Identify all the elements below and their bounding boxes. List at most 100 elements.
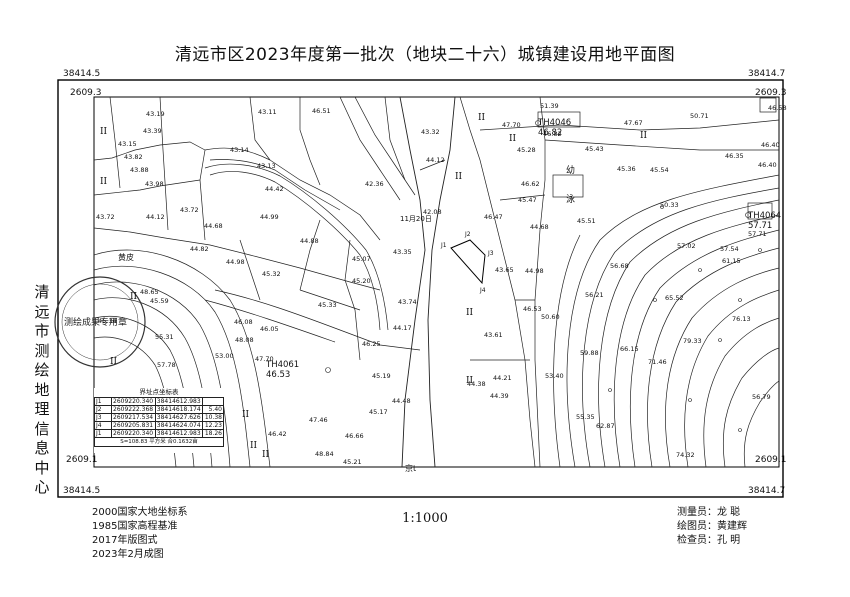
land-class-label: II	[478, 113, 486, 123]
outer-frame	[57, 79, 784, 498]
coord-system: 2000国家大地坐标系	[92, 507, 188, 518]
elevation-label: 44.21	[493, 374, 512, 382]
elevation-label: 43.11	[258, 108, 277, 116]
elevation-label: 57.54	[720, 245, 739, 253]
corner-top-right-x: 38414.7	[748, 69, 786, 79]
elevation-label: 43.39	[143, 127, 162, 135]
elevation-label: 45.32	[262, 270, 281, 278]
elevation-label: 44.82	[190, 245, 209, 253]
elevation-label: 46.82	[543, 130, 562, 138]
map-scale: 1:1000	[402, 511, 448, 526]
elevation-label: 45.36	[617, 165, 636, 173]
stamp-char: 信	[34, 419, 50, 438]
elevation-label: 45.21	[343, 458, 362, 466]
length-cell	[202, 397, 224, 406]
elevation-label: 42.36	[365, 180, 384, 188]
elevation-label: 46.08	[234, 318, 253, 326]
stamp-char: 地	[34, 380, 50, 399]
elevation-label: 46.58	[768, 104, 787, 112]
benchmark-th4046: TH4046 46.82	[538, 118, 572, 138]
point-id-cell: J2	[94, 405, 112, 414]
stamp-char: 息	[34, 439, 50, 457]
checker-row: 检查员：孔 明	[677, 535, 741, 546]
elevation-label: 45.17	[369, 408, 388, 416]
elevation-label: 45.34	[98, 317, 117, 325]
elevation-label: 65.52	[665, 294, 684, 302]
elevation-label: 50.60	[541, 313, 560, 321]
land-class-label: II	[466, 308, 474, 318]
elevation-label: 46.51	[312, 107, 331, 115]
elevation-label: 42.08	[423, 208, 442, 216]
elevation-label: 44.48	[392, 397, 411, 405]
x-coord-cell: 2609222.368	[111, 405, 156, 414]
svg-text:测绘成果专用章: 测绘成果专用章	[64, 316, 127, 328]
y-coord-cell: 38414624.074	[154, 421, 204, 430]
benchmark-th4064: TH4064 57.71	[748, 211, 782, 231]
elevation-label: 44.68	[204, 222, 223, 230]
land-class-label: II	[455, 172, 463, 182]
elevation-label: 50.33	[660, 201, 679, 209]
parcel-point-j3: J3	[488, 250, 494, 257]
annotation-yong: 泳	[566, 195, 576, 205]
elevation-label: 45.07	[352, 255, 371, 263]
elevation-label: 43.72	[180, 206, 199, 214]
elevation-label: 55.35	[576, 413, 595, 421]
x-coord-cell: 2609220.340	[111, 429, 156, 438]
stamp-char: 市	[34, 322, 50, 340]
x-coord-cell: 2609217.534	[111, 413, 156, 422]
annotation-date: 11月20日	[400, 215, 432, 223]
point-id-cell: J1	[94, 397, 112, 406]
elevation-label: 45.20	[352, 277, 371, 285]
elevation-label: 47.46	[309, 416, 328, 424]
land-class-label: II	[466, 376, 474, 386]
corner-bottom-right-y: 2609.1	[755, 455, 787, 465]
elevation-label: 44.99	[260, 213, 279, 221]
elevation-label: 44.42	[265, 185, 284, 193]
land-class-label: II	[640, 131, 648, 141]
elevation-label: 43.14	[230, 146, 249, 154]
length-cell: 18.26	[202, 429, 224, 438]
elevation-label: 43.19	[146, 110, 165, 118]
elevation-label: 46.47	[484, 213, 503, 221]
footer-left-info: 2000国家大地坐标系 1985国家高程基准 2017年版图式 2023年2月成…	[92, 506, 187, 562]
elevation-label: 47.67	[624, 119, 643, 127]
length-cell: 10.38	[202, 413, 224, 422]
elevation-label: 48.65	[140, 288, 159, 296]
parcel-point-j4: J4	[480, 287, 486, 294]
coordinate-table-title: 界址点坐标表	[139, 388, 179, 396]
elevation-label: 57.71	[748, 230, 767, 238]
elevation-label: 46.53	[523, 305, 542, 313]
land-class-label: II	[130, 292, 138, 302]
elevation-label: 46.25	[362, 340, 381, 348]
elevation-label: 43.74	[398, 298, 417, 306]
elevation-label: 45.47	[518, 196, 537, 204]
elevation-label: 74.32	[676, 451, 695, 459]
stamp-char: 心	[34, 478, 50, 496]
elevation-label: 43.72	[96, 213, 115, 221]
point-id-cell: J3	[94, 413, 112, 422]
parcel-point-j1: J1	[441, 242, 447, 249]
elevation-label: 43.15	[118, 140, 137, 148]
elevation-label: 43.98	[145, 180, 164, 188]
elevation-label: 46.05	[260, 325, 279, 333]
elevation-label: 44.68	[530, 223, 549, 231]
elevation-label: 48.84	[315, 450, 334, 458]
elevation-datum: 1985国家高程基准	[92, 521, 178, 532]
elevation-label: 45.51	[577, 217, 596, 225]
annotation-you: 幼	[566, 166, 576, 176]
elevation-label: 59.88	[580, 349, 599, 357]
land-class-label: II	[242, 410, 250, 420]
elevation-label: 44.12	[146, 213, 165, 221]
y-coord-cell: 38414612.983	[154, 397, 204, 406]
point-id-cell: J4	[94, 421, 112, 430]
elevation-label: 57.02	[677, 242, 696, 250]
annotation-huangpi: 黄皮	[118, 253, 134, 262]
elevation-label: 47.70	[502, 121, 521, 129]
elevation-label: 46.40	[761, 141, 780, 149]
elevation-label: 76.13	[732, 315, 751, 323]
